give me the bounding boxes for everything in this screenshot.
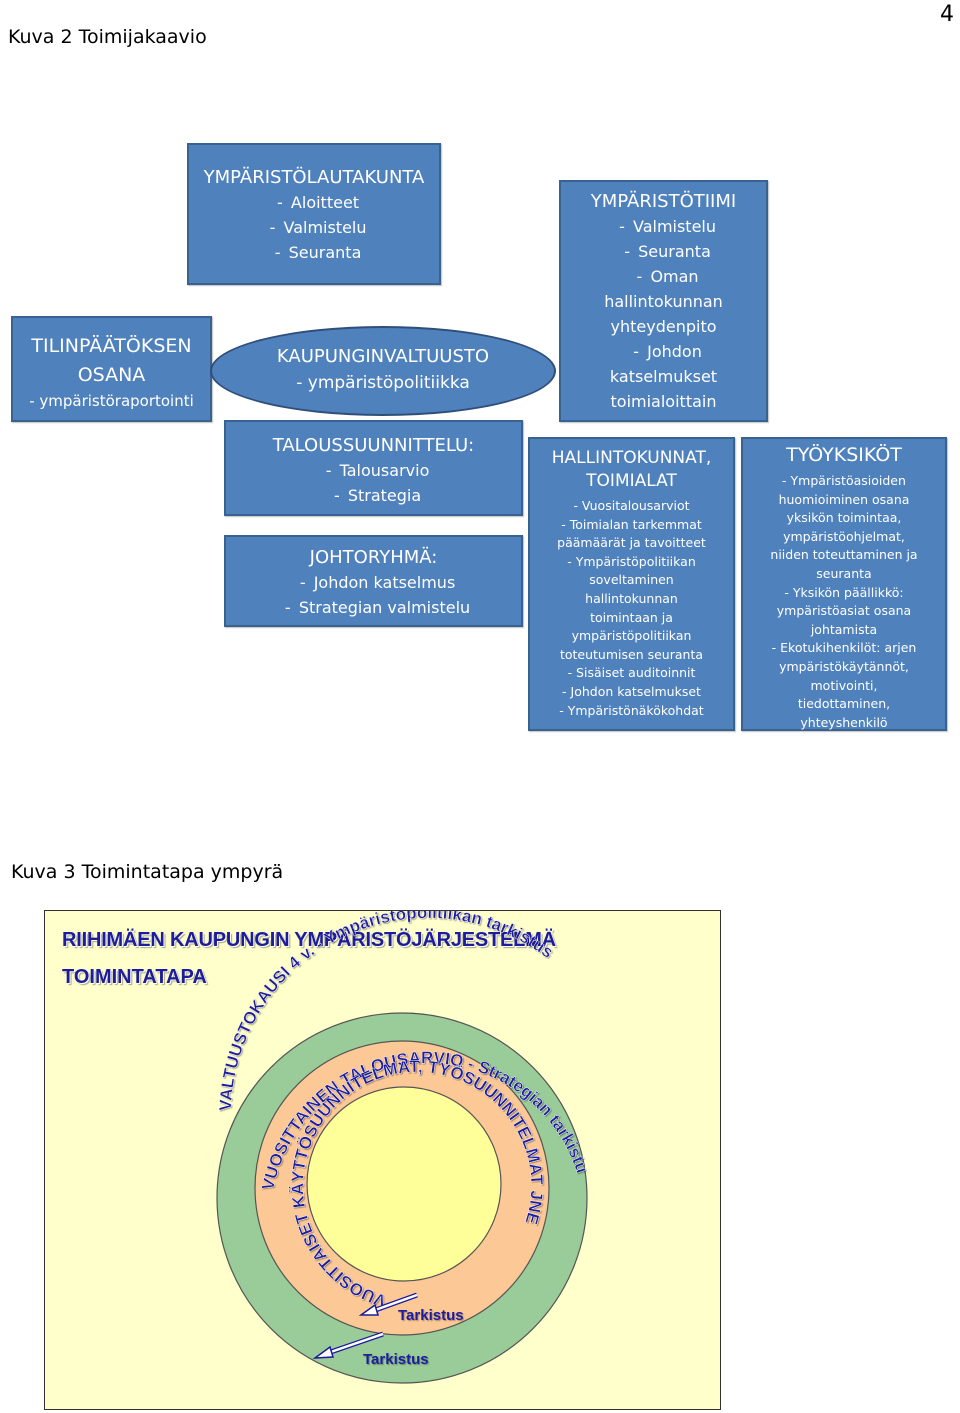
list-item: hallintokunnan bbox=[604, 292, 723, 311]
list-item: - Johdon katselmukset bbox=[562, 683, 701, 699]
list-item: motivointi, bbox=[810, 677, 878, 693]
page-number: 4 bbox=[940, 2, 954, 27]
box-title: TILINPÄÄTÖKSEN bbox=[31, 335, 192, 357]
list-item: - Ympäristönäkökohdat bbox=[559, 702, 704, 718]
list-item: - Toimialan tarkemmat bbox=[561, 516, 702, 532]
box-taloussuunnittelu: TALOUSSUUNNITTELU: -Talousarvio -Strateg… bbox=[224, 420, 523, 516]
list-item: toteutumisen seuranta bbox=[559, 646, 704, 662]
list-item: -Seuranta bbox=[624, 242, 711, 261]
list-item: -Seuranta bbox=[274, 243, 362, 262]
list-item: -Strategian valmistelu bbox=[284, 598, 471, 617]
list-item: katselmukset bbox=[609, 367, 718, 386]
cycle-subtitle: TOIMINTATAPA bbox=[62, 966, 207, 988]
list-item: -Strategia bbox=[333, 486, 422, 505]
figure-caption-org-chart: Kuva 2 Toimijakaavio bbox=[8, 26, 207, 48]
box-title: OSANA bbox=[77, 364, 146, 386]
list-item: - Ympäristöpolitiikan bbox=[567, 553, 696, 569]
box-title: TALOUSSUUNNITTELU: bbox=[272, 435, 475, 456]
list-item: -Aloitteet bbox=[277, 193, 360, 212]
list-item: - Ympäristöasioiden bbox=[782, 473, 906, 488]
list-item: hallintokunnan bbox=[585, 590, 678, 606]
cycle-diagram-panel: RIIHIMÄEN KAUPUNGIN YMPÄRISTÖJÄRJESTELMÄ… bbox=[44, 910, 721, 1410]
list-item: - Yksikön päällikkö: bbox=[784, 584, 904, 600]
list-item: niiden toteuttaminen ja bbox=[770, 547, 918, 563]
box-hallintokunnat-toimialat: HALLINTOKUNNAT, TOIMIALAT - Vuositalousa… bbox=[528, 437, 735, 731]
list-item: tiedottaminen, bbox=[797, 696, 891, 712]
box-title: HALLINTOKUNNAT, bbox=[551, 448, 712, 468]
figure-caption-cycle: Kuva 3 Toimintatapa ympyrä bbox=[11, 861, 284, 883]
list-item: päämäärät ja tavoitteet bbox=[557, 535, 706, 551]
list-item: -Talousarvio bbox=[325, 461, 430, 480]
list-item: yhteydenpito bbox=[610, 317, 717, 336]
list-item: -Valmistelu bbox=[619, 217, 717, 236]
box-title: TOIMIALAT bbox=[586, 471, 677, 491]
list-item: ympäristöpolitiikan bbox=[571, 628, 692, 644]
box-tilinpaatoksen-osana: TILINPÄÄTÖKSEN OSANA - ympäristöraportoi… bbox=[11, 316, 212, 422]
list-item: seuranta bbox=[816, 565, 872, 581]
list-item: johtamista bbox=[810, 621, 878, 637]
box-tyoyksikot: TYÖYKSIKÖT - Ympäristöasioiden huomioimi… bbox=[741, 437, 947, 731]
box-item: - ympäristöpolitiikka bbox=[296, 373, 470, 393]
box-title: JOHTORYHMÄ: bbox=[309, 547, 438, 568]
inner-check-arrow-icon bbox=[358, 1292, 418, 1316]
box-johtoryhma: JOHTORYHMÄ: -Johdon katselmus -Strategia… bbox=[224, 535, 523, 627]
box-title: KAUPUNGINVALTUUSTO bbox=[276, 346, 490, 367]
list-item: toimialoittain bbox=[610, 392, 717, 411]
inner-check-label: Tarkistus bbox=[398, 1307, 464, 1324]
list-item: soveltaminen bbox=[589, 572, 674, 588]
center-circle bbox=[306, 1086, 502, 1282]
list-item: -Johdon katselmus bbox=[299, 573, 456, 592]
cycle-title: RIIHIMÄEN KAUPUNGIN YMPÄRISTÖJÄRJESTELMÄ bbox=[62, 929, 556, 951]
ellipse-kaupunginvaltuusto: KAUPUNGINVALTUUSTO - ympäristöpolitiikka bbox=[210, 326, 556, 416]
list-item: toimintaan ja bbox=[590, 609, 673, 625]
list-item: ympäristöohjelmat, bbox=[783, 528, 905, 544]
list-item: -Valmistelu bbox=[269, 218, 367, 237]
cycle-rings: VALTUUSTOKAUSI 4 v. - Ympäristöpolitiika… bbox=[45, 911, 592, 1384]
list-item: yksikön toimintaa, bbox=[786, 510, 902, 526]
box-item: - ympäristöraportointi bbox=[29, 392, 194, 410]
list-item: ympäristöasiat osana bbox=[776, 603, 912, 619]
list-item: ympäristökäytännöt, bbox=[779, 658, 909, 674]
box-ymparistolautakunta: YMPÄRISTÖLAUTAKUNTA -Aloitteet -Valmiste… bbox=[187, 143, 441, 285]
list-item: - Sisäiset auditoinnit bbox=[567, 665, 696, 681]
list-item: -Oman bbox=[636, 267, 699, 286]
outer-check-arrow-icon bbox=[312, 1331, 384, 1359]
box-title: TYÖYKSIKÖT bbox=[786, 444, 902, 466]
box-ymparistotiimi: YMPÄRISTÖTIIMI -Valmistelu -Seuranta -Om… bbox=[559, 180, 768, 422]
list-item: - Vuositalousarviot bbox=[573, 498, 690, 513]
outer-check-label: Tarkistus bbox=[363, 1351, 429, 1368]
list-item: - Ekotukihenkilöt: arjen bbox=[771, 640, 917, 656]
list-item: yhteyshenkilö bbox=[800, 714, 888, 730]
list-item: -Johdon bbox=[633, 342, 702, 361]
box-title: YMPÄRISTÖTIIMI bbox=[590, 191, 737, 212]
list-item: huomioiminen osana bbox=[778, 491, 910, 507]
box-title: YMPÄRISTÖLAUTAKUNTA bbox=[203, 167, 425, 188]
